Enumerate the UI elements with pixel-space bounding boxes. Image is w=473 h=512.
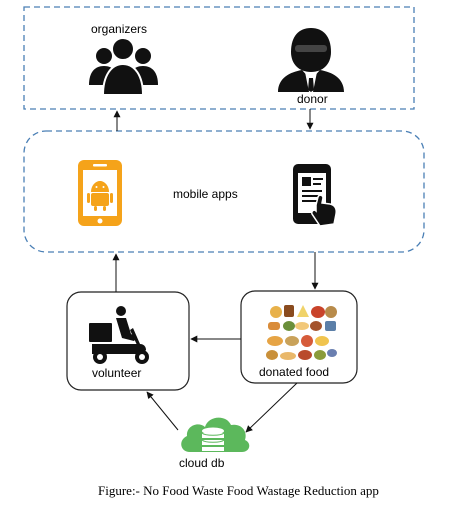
arrow-donated-food-to-cloud bbox=[245, 382, 298, 433]
phone-touch-icon bbox=[293, 164, 337, 227]
android-phone-icon bbox=[78, 160, 122, 226]
volunteer-box bbox=[66, 291, 190, 391]
cloud-database-icon bbox=[181, 417, 250, 452]
businessman-sunglasses-icon bbox=[278, 28, 344, 92]
mobile-apps-label: mobile apps bbox=[173, 187, 238, 201]
donated-food-label: donated food bbox=[259, 365, 330, 379]
organizers-label: organizers bbox=[91, 22, 148, 36]
delivery-scooter-icon bbox=[89, 306, 149, 364]
mobile-apps-box bbox=[23, 130, 425, 253]
volunteer-label: volunteer bbox=[92, 366, 142, 380]
arrow-cloud-to-volunteer bbox=[146, 391, 179, 431]
food-collage-icon bbox=[266, 305, 337, 360]
donor-label: donor bbox=[297, 92, 328, 106]
cloud-db-label: cloud db bbox=[179, 456, 225, 470]
group-people-icon bbox=[89, 37, 158, 96]
figure-caption: Figure:- No Food Waste Food Wastage Redu… bbox=[98, 483, 379, 498]
top-group-box bbox=[23, 6, 415, 110]
